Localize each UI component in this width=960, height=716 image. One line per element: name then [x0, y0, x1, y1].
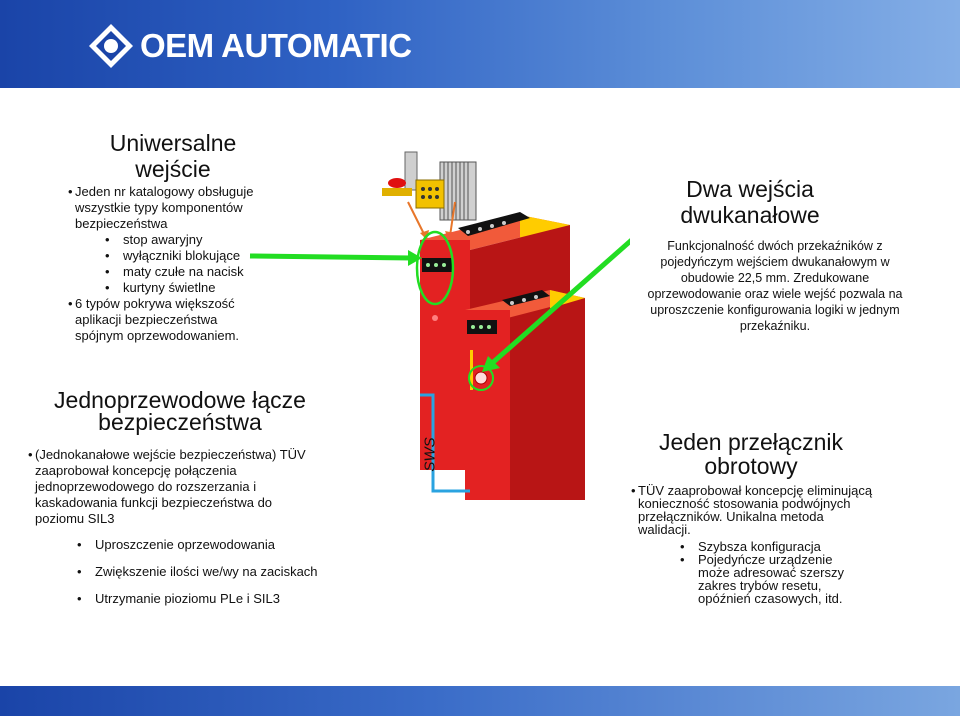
footer-band [0, 686, 960, 716]
dual-input-title: Dwa wejścia dwukanałowe [680, 176, 820, 228]
sws-label: SWS [421, 437, 439, 472]
universal-input-block: Uniwersalne wejście Jeden nr katalogowy … [68, 130, 308, 344]
sub-item: Zwiększenie ilości we/wy na zaciskach [77, 564, 360, 580]
rotary-switch-sub-list: Szybsza konfiguracja Pojedyńcze urządzen… [638, 540, 878, 605]
universal-sub-list: stop awaryjny wyłączniki blokujące maty … [75, 232, 308, 296]
sub-item: maty czułe na nacisk [105, 264, 308, 280]
single-wire-block: Jednoprzewodowe łącze bezpieczeństwa (Je… [28, 387, 360, 608]
rotary-switch-list: TÜV zaaprobował koncepcję eliminującą ko… [631, 484, 878, 605]
sub-item: wyłączniki blokujące [105, 248, 308, 264]
sub-item: kurtyny świetlne [105, 280, 308, 296]
brand-logo: OEM AUTOMATIC [88, 22, 412, 70]
rotary-switch-bullet: TÜV zaaprobował koncepcję eliminującą ko… [631, 484, 878, 536]
single-wire-list: (Jednokanałowe wejście bezpieczeństwa) T… [28, 447, 360, 607]
single-wire-title: Jednoprzewodowe łącze bezpieczeństwa [54, 387, 306, 435]
logo-text: OEM AUTOMATIC [140, 27, 412, 64]
logo-diamond-icon [89, 24, 133, 68]
sub-item: Pojedyńcze urządzenie może adresować sze… [680, 553, 858, 605]
single-wire-bullet: (Jednokanałowe wejście bezpieczeństwa) T… [28, 447, 320, 527]
sub-item: Utrzymanie pioziomu PLe i SIL3 [77, 591, 360, 607]
universal-bullet-types: 6 typów pokrywa większość aplikacji bezp… [68, 296, 260, 344]
rotary-switch-green-arrow [468, 238, 630, 391]
emergency-stop-icon [382, 178, 412, 196]
single-wire-link [420, 393, 470, 493]
sub-item: Uproszczenie oprzewodowania [77, 537, 360, 553]
universal-input-list: Jeden nr katalogowy obsługuje wszystkie … [68, 184, 308, 344]
sub-item: stop awaryjny [105, 232, 308, 248]
input-green-arrow [249, 230, 455, 306]
relay-module-front [465, 290, 585, 500]
dual-input-block: Dwa wejścia dwukanałowe Funkcjonalność d… [640, 176, 910, 334]
dual-input-description: Funkcjonalność dwóch przekaźników z poje… [647, 239, 903, 333]
safety-relay-diagram [249, 151, 630, 500]
universal-bullet-catalog: Jeden nr katalogowy obsługuje wszystkie … [68, 184, 275, 232]
universal-input-title: Uniwersalne wejście [109, 130, 237, 182]
sub-item: Szybsza konfiguracja [680, 540, 878, 553]
rotary-switch-title: Jeden przełącznik obrotowy [658, 429, 844, 479]
single-wire-sub-list: Uproszczenie oprzewodowania Zwiększenie … [35, 537, 360, 607]
door-switch-icon [404, 151, 477, 221]
header-band [0, 0, 960, 88]
rotary-switch-block: Jeden przełącznik obrotowy TÜV zaaprobow… [631, 429, 878, 605]
